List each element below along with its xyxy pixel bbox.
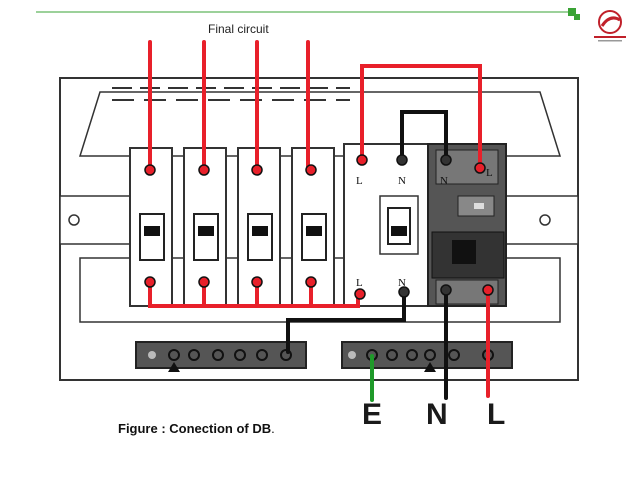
header-bar — [36, 8, 580, 20]
switch-to-rcd-line-wire — [360, 64, 482, 170]
caption-period: . — [271, 421, 275, 436]
neutral-bar — [135, 341, 307, 372]
switch-top-n-label: N — [398, 175, 406, 187]
busbar-link-wire — [148, 280, 360, 308]
switch-bottom-l-label: L — [356, 277, 363, 289]
switch-to-rcd-neutral-wire — [400, 110, 448, 160]
terminal-screws — [144, 154, 494, 300]
switch-bottom-n-label: N — [398, 277, 406, 289]
figure-caption: Figure : Conection of DB. — [118, 421, 275, 436]
rcd-top-l-label: L — [486, 167, 493, 179]
switch-to-neutral-bar-wire — [286, 290, 406, 354]
diagram-title: Final circuit — [208, 22, 269, 36]
neutral-wire-label: N — [426, 398, 448, 431]
main-switch — [343, 143, 429, 307]
terminal-letters: L N L N N L — [356, 167, 493, 289]
neutral-wires — [286, 110, 448, 400]
rcd-device — [427, 143, 507, 307]
line-wires — [148, 40, 490, 398]
earth-wire-label: E — [362, 398, 383, 431]
caption-text: Figure : Conection of DB — [118, 421, 272, 436]
rcd-top-n-label: N — [440, 175, 448, 187]
institution-logo — [594, 10, 626, 42]
switch-top-l-label: L — [356, 175, 363, 187]
din-rail — [59, 195, 579, 245]
line-wire-label: L — [487, 398, 506, 431]
